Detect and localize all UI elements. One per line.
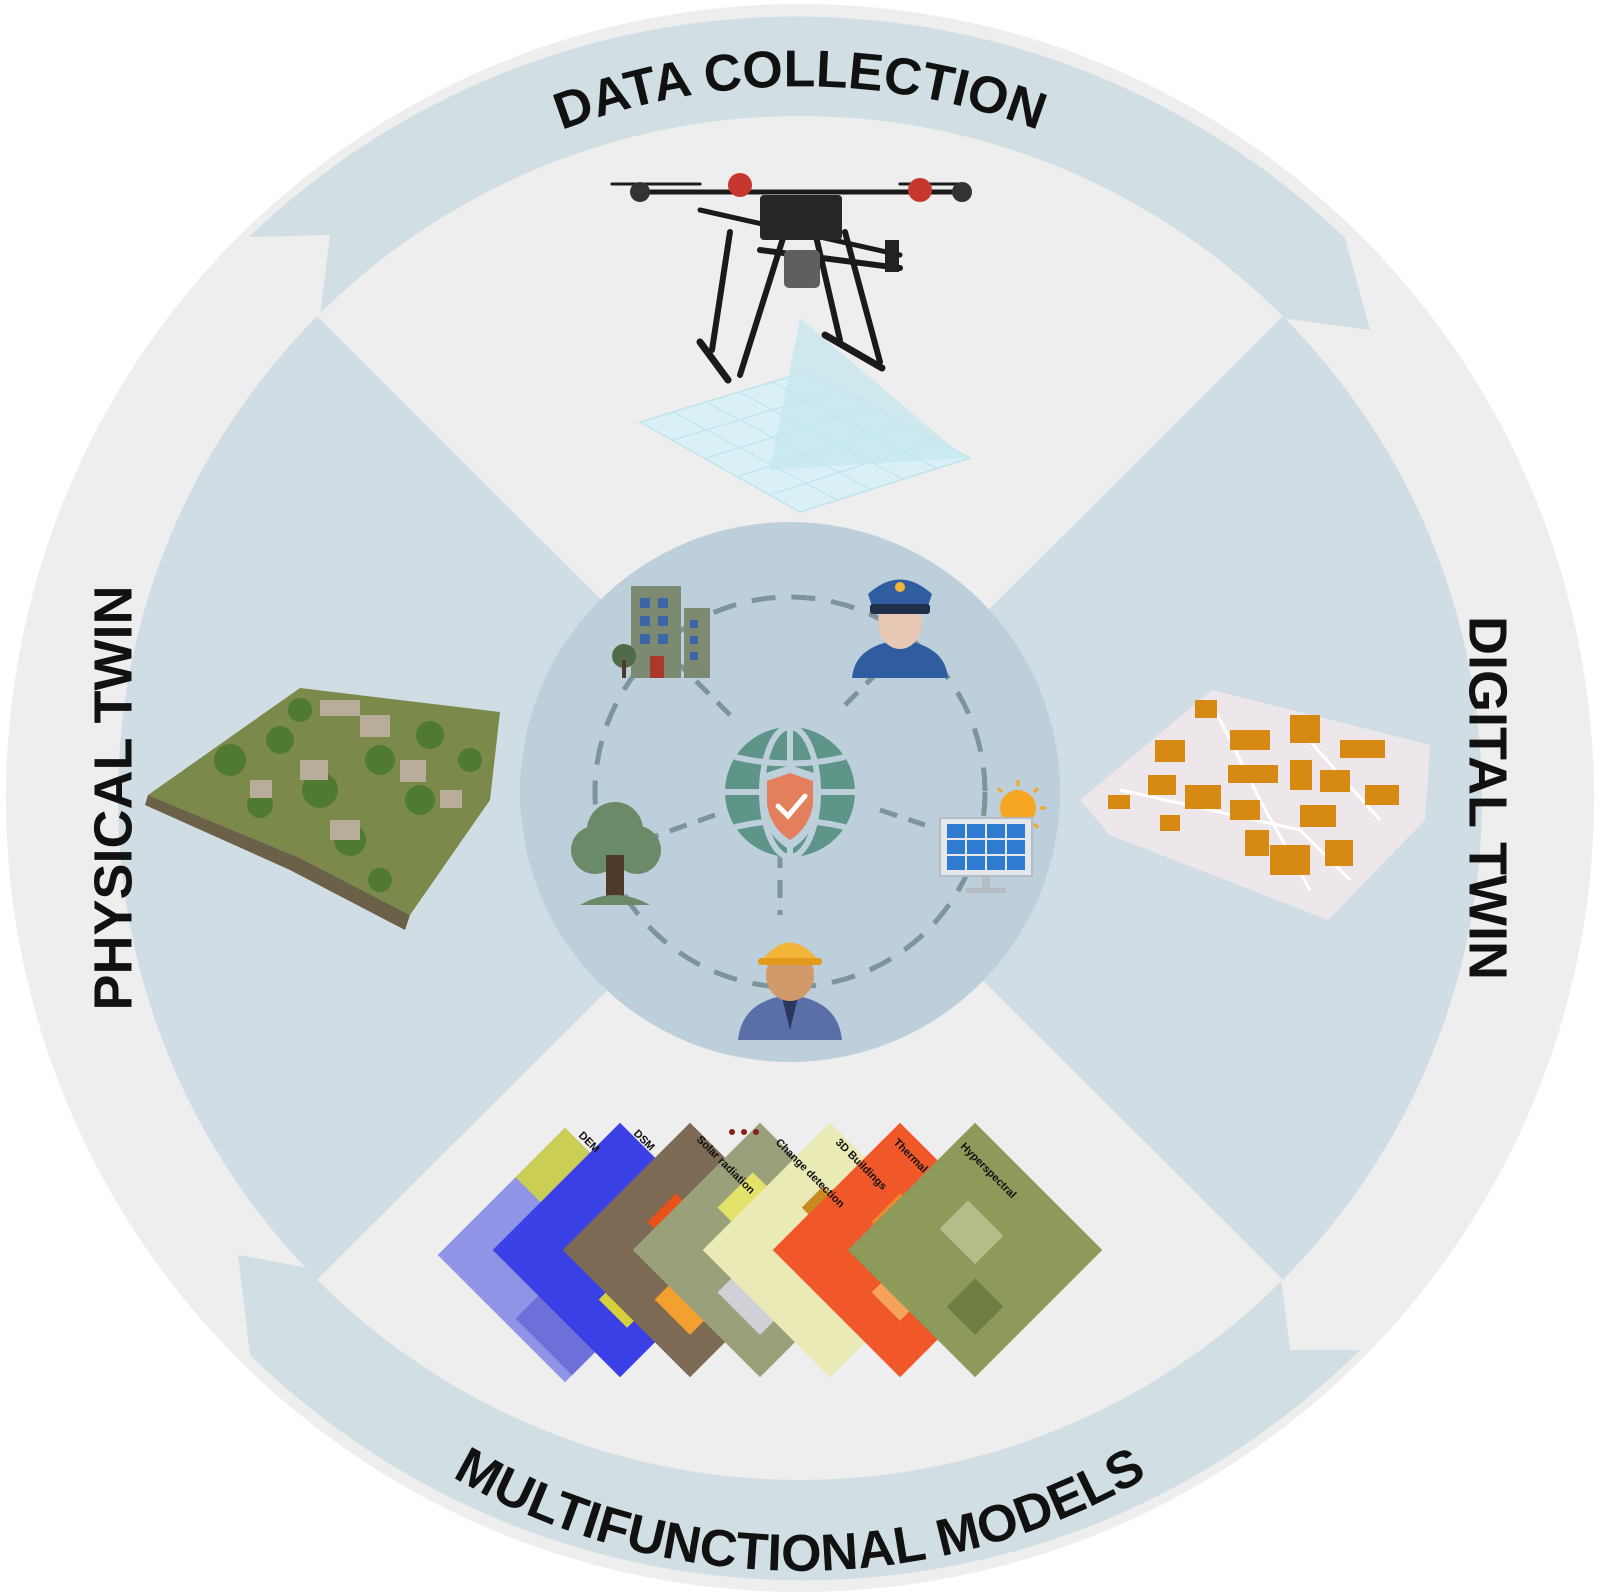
digital-twin-model bbox=[1080, 690, 1430, 920]
solar-panel-icon bbox=[939, 780, 1046, 893]
drone-illustration bbox=[610, 173, 972, 513]
drone-motor bbox=[630, 182, 650, 202]
model-layer-stack: DEM DSM Solar radiation Change detection… bbox=[437, 1122, 1103, 1383]
scan-beam bbox=[770, 318, 965, 470]
cycle-arrows bbox=[238, 16, 1370, 1581]
drone-motor bbox=[952, 182, 972, 202]
stage-label-left: PHYSICAL TWIN bbox=[83, 585, 143, 1010]
arrow-bottom bbox=[238, 1255, 1360, 1581]
stage-label-right: DIGITAL TWIN bbox=[1458, 616, 1518, 980]
building-icon bbox=[612, 586, 710, 678]
drone-camera bbox=[784, 250, 820, 288]
construction-worker-icon bbox=[738, 942, 842, 1040]
tree-icon bbox=[571, 802, 661, 905]
police-officer-icon bbox=[852, 579, 948, 678]
arrow-top bbox=[249, 16, 1370, 330]
more-layers-dots bbox=[729, 1129, 759, 1135]
physical-twin-mesh bbox=[145, 688, 500, 930]
globe-shield-icon bbox=[725, 724, 855, 860]
drone-motor bbox=[908, 178, 932, 202]
dashed-ring bbox=[592, 594, 988, 990]
drone-body bbox=[610, 182, 967, 384]
drone-motor bbox=[728, 173, 752, 197]
drone-hub bbox=[760, 195, 842, 240]
